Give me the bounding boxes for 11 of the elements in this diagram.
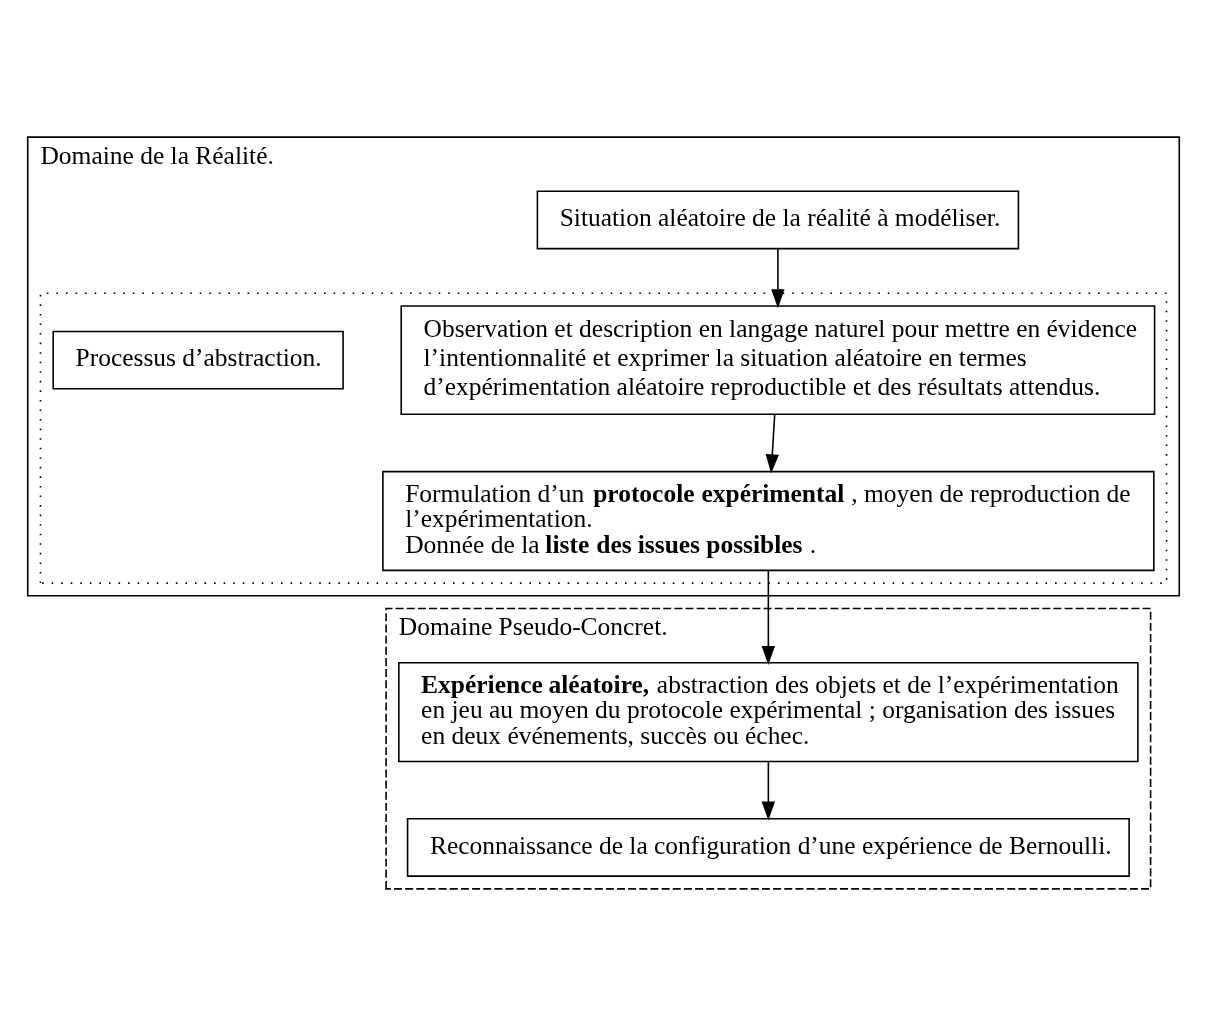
- node-box: Processus d’abstraction.: [52, 330, 344, 390]
- arrow: [765, 413, 779, 474]
- node-box: Formulation d’un protocole expérimental, moyen de reproduction de l’expérimentation. Donnée de la liste des issues possibles.: [382, 470, 1155, 572]
- node-box: Situation aléatoire de la réalité à modéliser.: [536, 190, 1020, 250]
- node-box: Expérience aléatoire, abstraction des objets et de l’expérimentation en jeu au moyen du protocole expérimental ; organisation des issues en deux événements, succès ou échec.: [398, 661, 1139, 763]
- cluster: [39, 292, 1168, 584]
- arrow: [761, 761, 776, 821]
- node-box: Reconnaissance de la configuration d’une expérience de Bernoulli.: [406, 818, 1130, 877]
- arrow: [761, 569, 776, 666]
- node-box: Observation et description en langage naturel pour mettre en évidence l’intentionnalité et exprimer la situation aléatoire en termes d’expérimentation aléatoire reproductible et des résultats attendus.: [400, 305, 1156, 416]
- arrow: [771, 248, 785, 309]
